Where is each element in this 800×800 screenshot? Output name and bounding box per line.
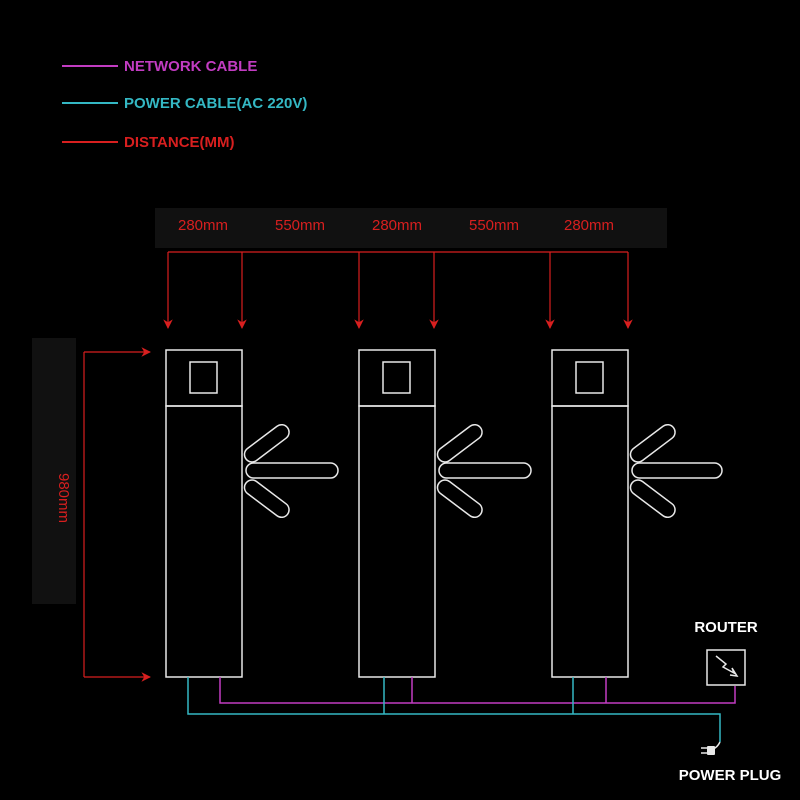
- dimension-label-550-1: 550mm: [275, 217, 325, 234]
- tripod-arm-lower: [629, 479, 676, 519]
- network-cables: [219, 677, 736, 704]
- tripod-arm-lower: [436, 479, 483, 519]
- turnstile-top-cap: [358, 349, 436, 407]
- height-label-band: [32, 338, 76, 604]
- tripod-arm-lower: [243, 479, 290, 519]
- router: ROUTER: [694, 619, 758, 686]
- tripod-arm-middle: [438, 462, 532, 479]
- turnstile-1: [165, 349, 339, 678]
- dimension-label-280-3: 280mm: [564, 217, 614, 234]
- legend-label-distance: DISTANCE(MM): [124, 134, 235, 151]
- dimension-label-280-2: 280mm: [372, 217, 422, 234]
- turnstile-top-cap: [165, 349, 243, 407]
- power-plug-icon: [701, 741, 721, 755]
- tripod-arm-upper: [629, 423, 676, 463]
- legend: NETWORK CABLE POWER CABLE(AC 220V) DISTA…: [62, 58, 307, 151]
- horizontal-dimensions: 280mm 550mm 280mm 550mm 280mm: [163, 217, 633, 329]
- power-cable-bus: [187, 677, 721, 742]
- tripod-arm-middle: [245, 462, 339, 479]
- card-reader-icon: [382, 361, 411, 394]
- turnstile-2: [358, 349, 532, 678]
- height-label: 980mm: [55, 473, 72, 523]
- card-reader-icon: [575, 361, 604, 394]
- router-label: ROUTER: [694, 619, 758, 636]
- power-plug-label: POWER PLUG: [679, 767, 782, 784]
- card-reader-icon: [189, 361, 218, 394]
- height-dimension: 980mm: [55, 347, 151, 682]
- legend-item-network: NETWORK CABLE: [62, 58, 257, 75]
- tripod-arm-upper: [436, 423, 483, 463]
- legend-item-power: POWER CABLE(AC 220V): [62, 95, 307, 112]
- dimension-label-280-1: 280mm: [178, 217, 228, 234]
- legend-label-network: NETWORK CABLE: [124, 58, 257, 75]
- router-lightning-icon: [706, 649, 746, 686]
- turnstile-top-cap: [551, 349, 629, 407]
- power-plug: POWER PLUG: [679, 741, 782, 784]
- dimension-label-band: [155, 208, 667, 248]
- power-cables: [187, 677, 721, 742]
- turnstile-body: [551, 405, 629, 678]
- turnstile-body: [358, 405, 436, 678]
- network-cable-bus: [219, 677, 736, 704]
- turnstile-3: [551, 349, 723, 678]
- legend-item-distance: DISTANCE(MM): [62, 134, 235, 151]
- legend-label-power: POWER CABLE(AC 220V): [124, 95, 307, 112]
- tripod-arm-upper: [243, 423, 290, 463]
- dimension-label-550-2: 550mm: [469, 217, 519, 234]
- tripod-arm-middle: [631, 462, 723, 479]
- turnstile-body: [165, 405, 243, 678]
